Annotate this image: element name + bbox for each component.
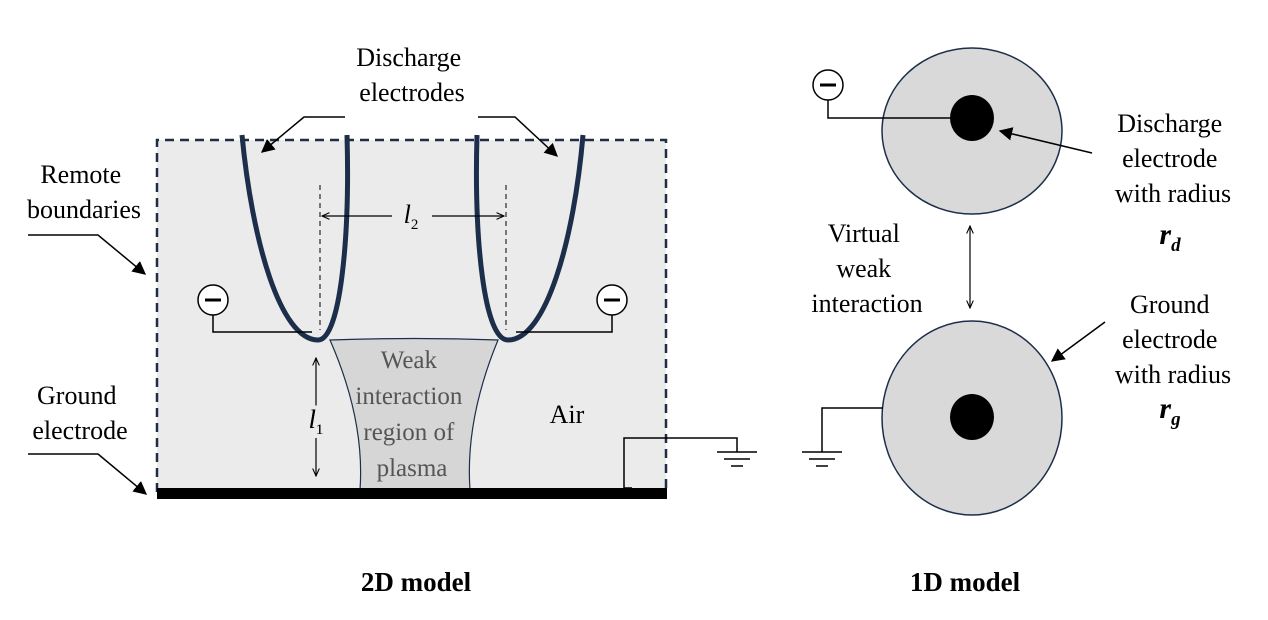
- ground-electrode-label: Ground electrode: [32, 381, 127, 445]
- wire-right: [516, 315, 613, 333]
- ground-electrode-arrow: [28, 453, 148, 495]
- discharge-electrode-core: [950, 95, 994, 141]
- discharge-arrow-right: [478, 116, 558, 157]
- ground-electrode-1d-label: Ground electrode with radius: [1115, 290, 1231, 389]
- plasma-region: [329, 337, 499, 491]
- rd-symbol: rd: [1159, 218, 1181, 256]
- discharge-electrode-left: [239, 134, 351, 343]
- model-2d: l2 l1 l1 Weak interaction region of plas…: [27, 43, 757, 597]
- discharge-electrodes-label: Discharge electrodes: [356, 43, 467, 107]
- wire-1d-top: [827, 100, 950, 119]
- discharge-1d-arrow: [998, 127, 1093, 154]
- ground-electrode-plate: [157, 488, 667, 499]
- l2-label: l2: [404, 200, 419, 233]
- remote-boundaries-arrow: [28, 234, 147, 275]
- remote-boundary: [155, 138, 668, 492]
- title-1d: 1D model: [910, 567, 1021, 597]
- ground-1d-arrow: [1050, 321, 1106, 362]
- plasma-label: Weak interaction region of plasma: [355, 347, 468, 482]
- wire-left: [212, 315, 312, 333]
- wire-1d-bottom: [821, 407, 883, 452]
- virtual-interaction-label: Virtual weak interaction: [811, 219, 922, 318]
- remote-boundaries-label: Remote boundaries: [27, 160, 141, 224]
- ground-symbol-icon: [717, 451, 757, 467]
- discharge-electrode-right: [473, 134, 586, 343]
- air-label: Air: [550, 400, 585, 429]
- discharge-electrode-1d-label: Discharge electrode with radius: [1115, 109, 1231, 208]
- ground-symbol-icon: [802, 451, 842, 467]
- rg-symbol: rg: [1159, 392, 1180, 430]
- ground-electrode-core: [950, 394, 994, 440]
- ground-wire-2d: [623, 437, 738, 489]
- l1-label-text: l1: [309, 405, 324, 438]
- title-2d: 2D model: [361, 567, 472, 597]
- discharge-arrow-left: [260, 116, 345, 153]
- model-1d: Virtual weak interaction Discharge elect…: [802, 47, 1231, 597]
